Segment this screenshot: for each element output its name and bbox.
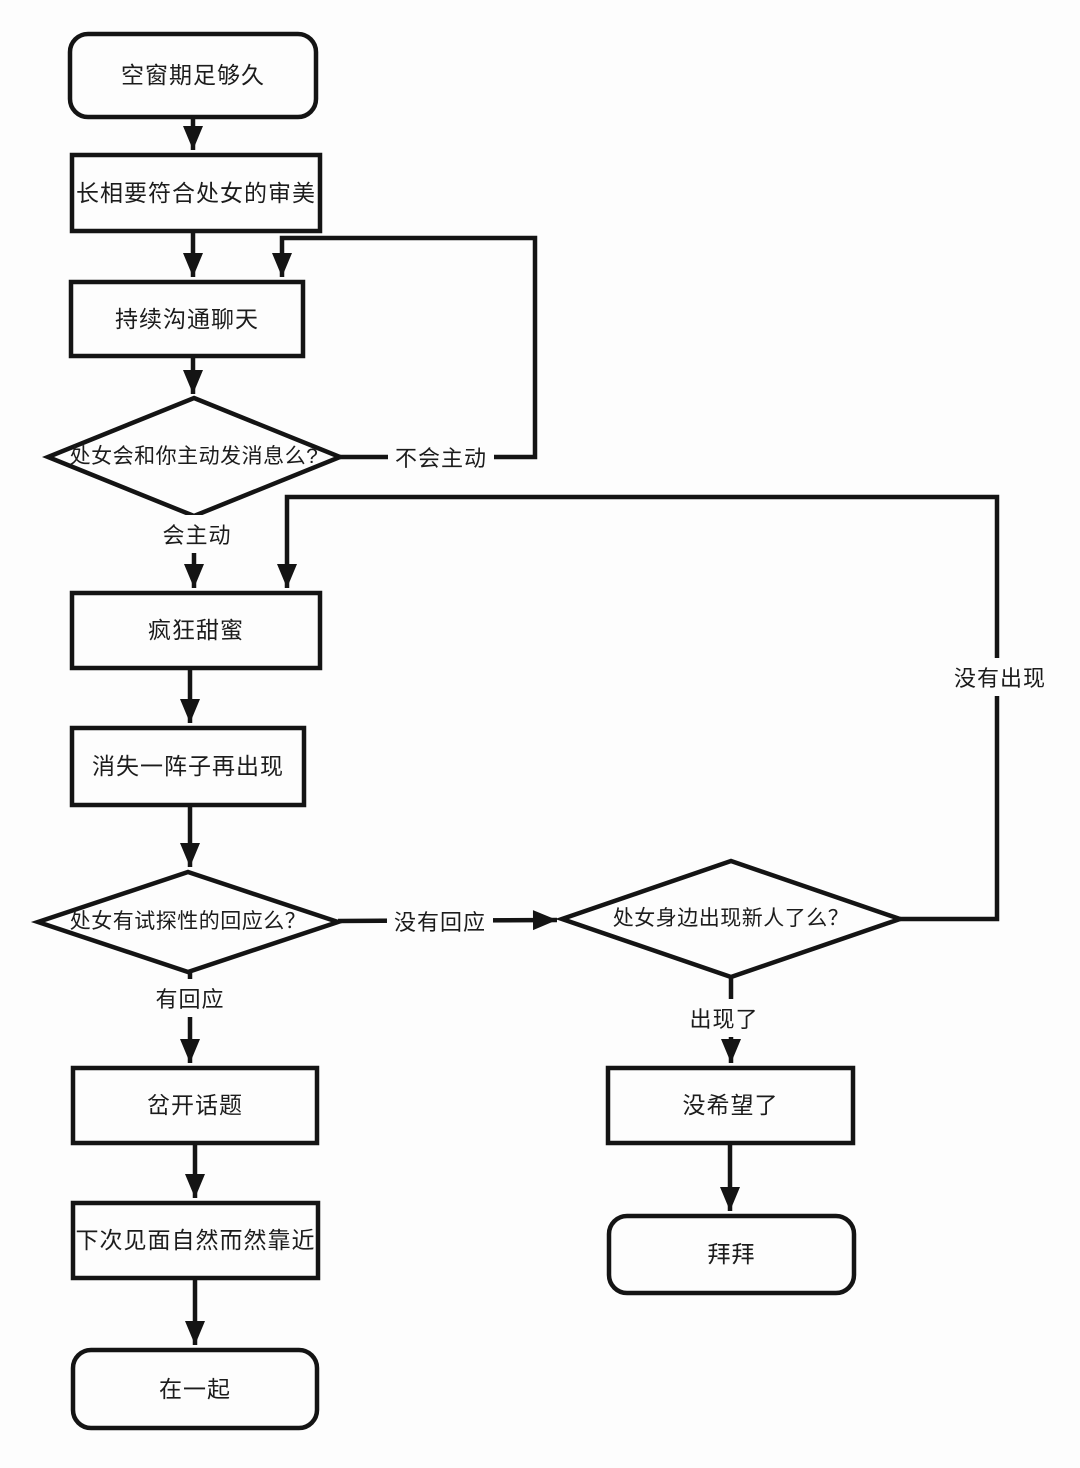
node-no-hope-shape [605, 1065, 856, 1146]
node-disappear-shape [69, 725, 307, 808]
edge-not-appeared-loop [277, 494, 1000, 922]
edge-not-initiate-loop [272, 235, 538, 460]
node-start-shape [67, 31, 319, 120]
node-together-shape [70, 1347, 320, 1431]
node-crazy-sweet-shape [69, 590, 323, 671]
node-appearance-shape [69, 152, 323, 234]
node-bye-shape [606, 1213, 857, 1296]
node-d-new-person-shape [555, 858, 907, 980]
node-get-closer-shape [70, 1200, 321, 1281]
node-d-response-shape [30, 869, 346, 975]
node-change-topic-shape [70, 1065, 320, 1146]
node-keep-chatting-shape [68, 279, 306, 359]
edge-no-response [337, 910, 558, 931]
